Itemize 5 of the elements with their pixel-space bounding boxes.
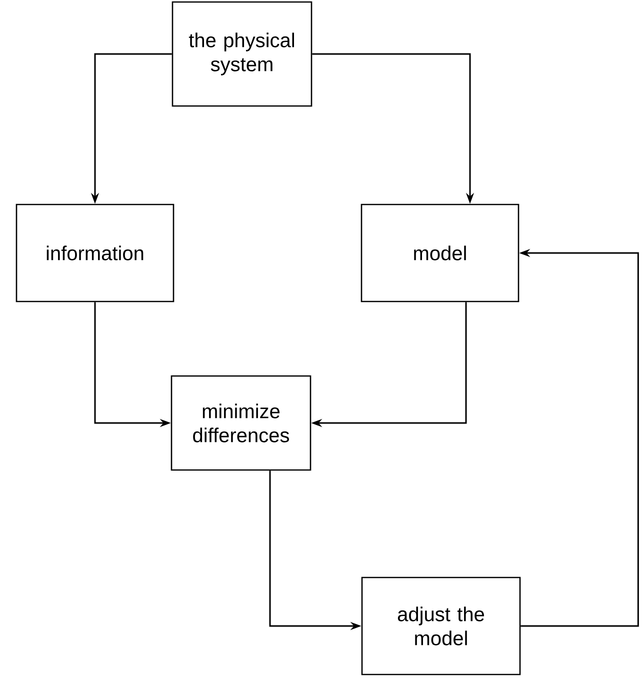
- process-box: information: [16, 204, 174, 302]
- process-box: adjust the model: [361, 576, 521, 676]
- process-box: minimize differences: [170, 375, 312, 471]
- process-box: model: [360, 204, 520, 302]
- process-box: the physical system: [172, 1, 312, 107]
